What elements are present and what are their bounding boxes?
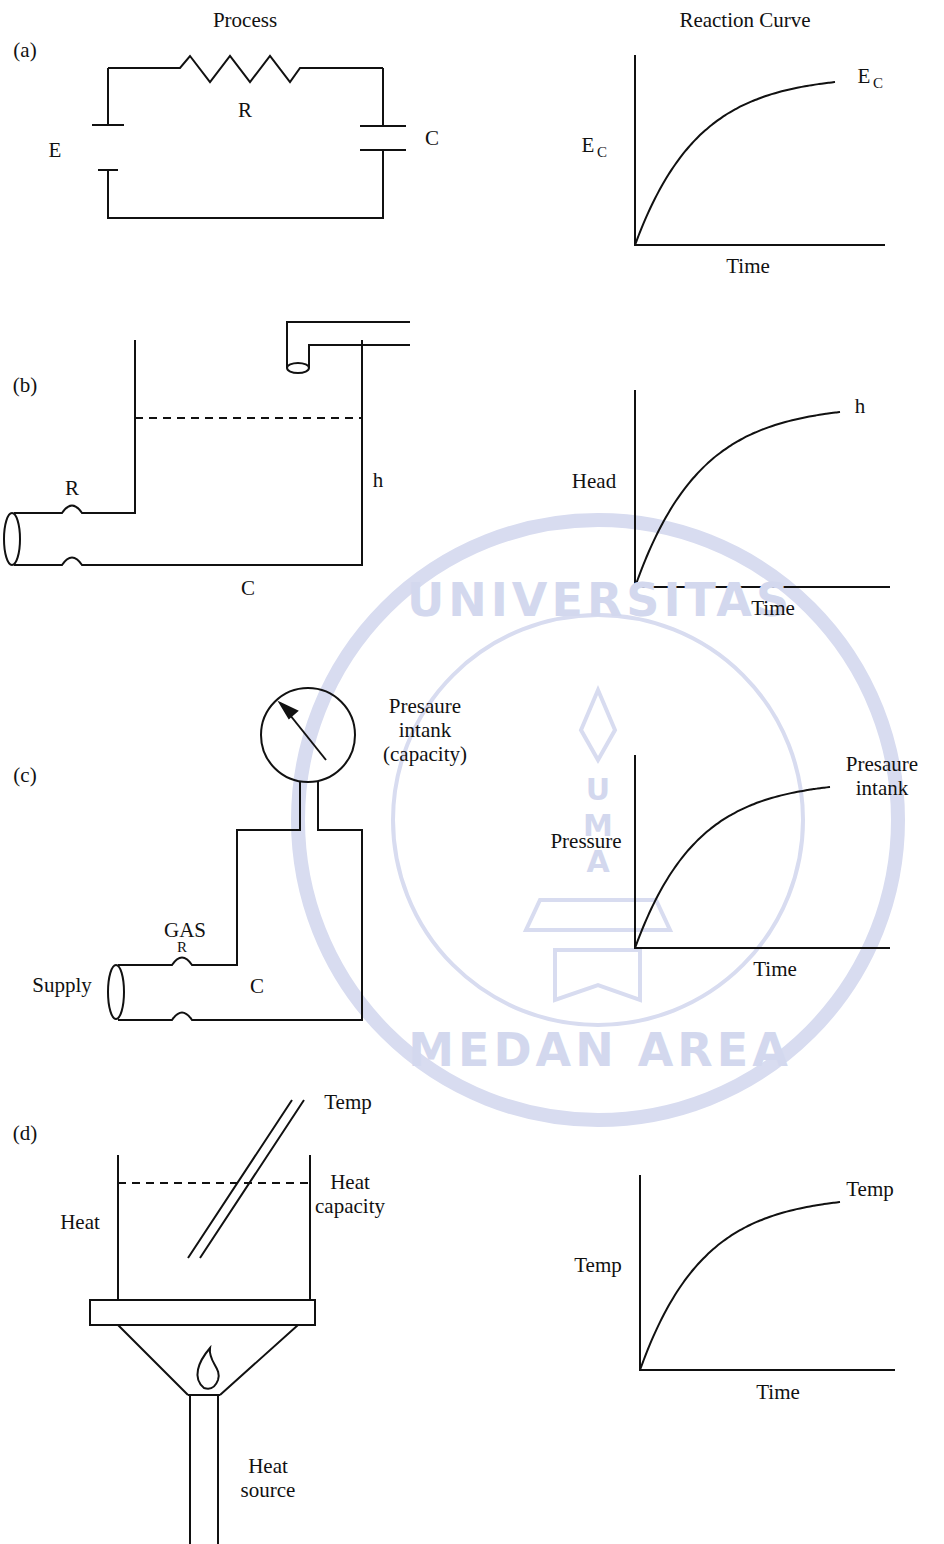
capacity-label: C — [241, 576, 255, 600]
drawing-stroke — [393, 615, 803, 1025]
response-curve — [635, 787, 830, 948]
drawing-stroke — [14, 340, 135, 513]
drawing-stroke — [135, 417, 362, 419]
watermark-text: MEDAN AREA — [408, 1024, 792, 1077]
head-label: h — [373, 468, 384, 492]
heat-source-label: Heat source — [241, 1454, 296, 1502]
axis-label: Pressure — [550, 829, 621, 853]
rc-circuit — [92, 56, 406, 218]
capacity-label: C — [250, 974, 264, 998]
panel-letter: (d) — [13, 1121, 38, 1145]
curve-end-label: h — [855, 394, 866, 418]
axis-label: Head — [572, 469, 616, 493]
drawing-stroke — [118, 781, 300, 965]
drawing-stroke — [90, 1300, 315, 1325]
drawing-stroke — [287, 322, 410, 368]
curve-end-subscript: C — [873, 75, 883, 92]
panel-letter: (c) — [13, 763, 36, 787]
drawing-stroke — [108, 56, 383, 82]
drawing-stroke — [108, 965, 124, 1019]
drawing-stroke — [92, 68, 124, 125]
gas-label: GAS — [164, 918, 206, 942]
drawing-stroke — [4, 513, 20, 565]
curve-axes — [635, 55, 885, 245]
curve-end-label: Presaure intank — [846, 752, 918, 800]
drawing-stroke — [290, 715, 326, 760]
drawing-stroke — [581, 690, 615, 760]
column-heading: Process — [213, 8, 277, 32]
gas-tank — [108, 688, 362, 1020]
capacitor-label: C — [425, 126, 439, 150]
thermometer-label: Temp — [324, 1090, 372, 1114]
drawing-stroke — [14, 340, 362, 565]
drawing-stroke — [118, 1182, 310, 1184]
drawing-stroke — [197, 1348, 218, 1389]
heat-capacity-label: Heat capacity — [315, 1170, 385, 1218]
curve-axes — [640, 1175, 895, 1370]
drawing-stroke — [555, 950, 640, 1000]
axis-label: Time — [726, 254, 770, 278]
curve-end-label: E — [858, 64, 871, 88]
resistance-label: R — [177, 939, 187, 956]
axis-label: Time — [756, 1380, 800, 1404]
drawing-stroke — [188, 1100, 304, 1258]
drawing-stroke — [118, 1155, 310, 1300]
watermark-text: UNIVERSITAS — [407, 574, 793, 627]
drawing-stroke — [261, 688, 355, 782]
drawing-stroke — [98, 150, 383, 218]
source-label: E — [49, 138, 62, 162]
drawing-stroke — [190, 1395, 218, 1544]
drawing-stroke — [287, 363, 309, 373]
axis-label: Temp — [574, 1253, 622, 1277]
panel-letter: (a) — [13, 38, 36, 62]
drawing-stroke — [298, 520, 898, 1120]
heat-label: Heat — [60, 1210, 100, 1234]
resistance-label: R — [65, 476, 79, 500]
curve-end-label: Temp — [846, 1177, 894, 1201]
curve-axes — [635, 755, 890, 948]
drawing-stroke — [118, 1325, 298, 1395]
gauge-label: Presaure intank (capacity) — [383, 694, 467, 766]
drawing-stroke — [360, 68, 406, 150]
column-heading: Reaction Curve — [679, 8, 810, 32]
liquid-tank — [4, 322, 410, 565]
heated-vessel — [90, 1100, 315, 1544]
response-curve — [635, 82, 835, 245]
axis-label: Time — [751, 596, 795, 620]
supply-label: Supply — [32, 973, 92, 997]
curve-axes — [635, 390, 890, 587]
axis-label-subscript: C — [597, 144, 607, 161]
drawing-stroke — [118, 781, 362, 1020]
watermark-letter: U — [586, 773, 610, 808]
axis-label: Time — [753, 957, 797, 981]
response-curve — [635, 412, 840, 587]
drawing-stroke — [280, 703, 297, 718]
response-curve — [640, 1202, 840, 1370]
axis-label: E — [582, 133, 595, 157]
panel-letter: (b) — [13, 373, 38, 397]
resistor-label: R — [238, 98, 252, 122]
